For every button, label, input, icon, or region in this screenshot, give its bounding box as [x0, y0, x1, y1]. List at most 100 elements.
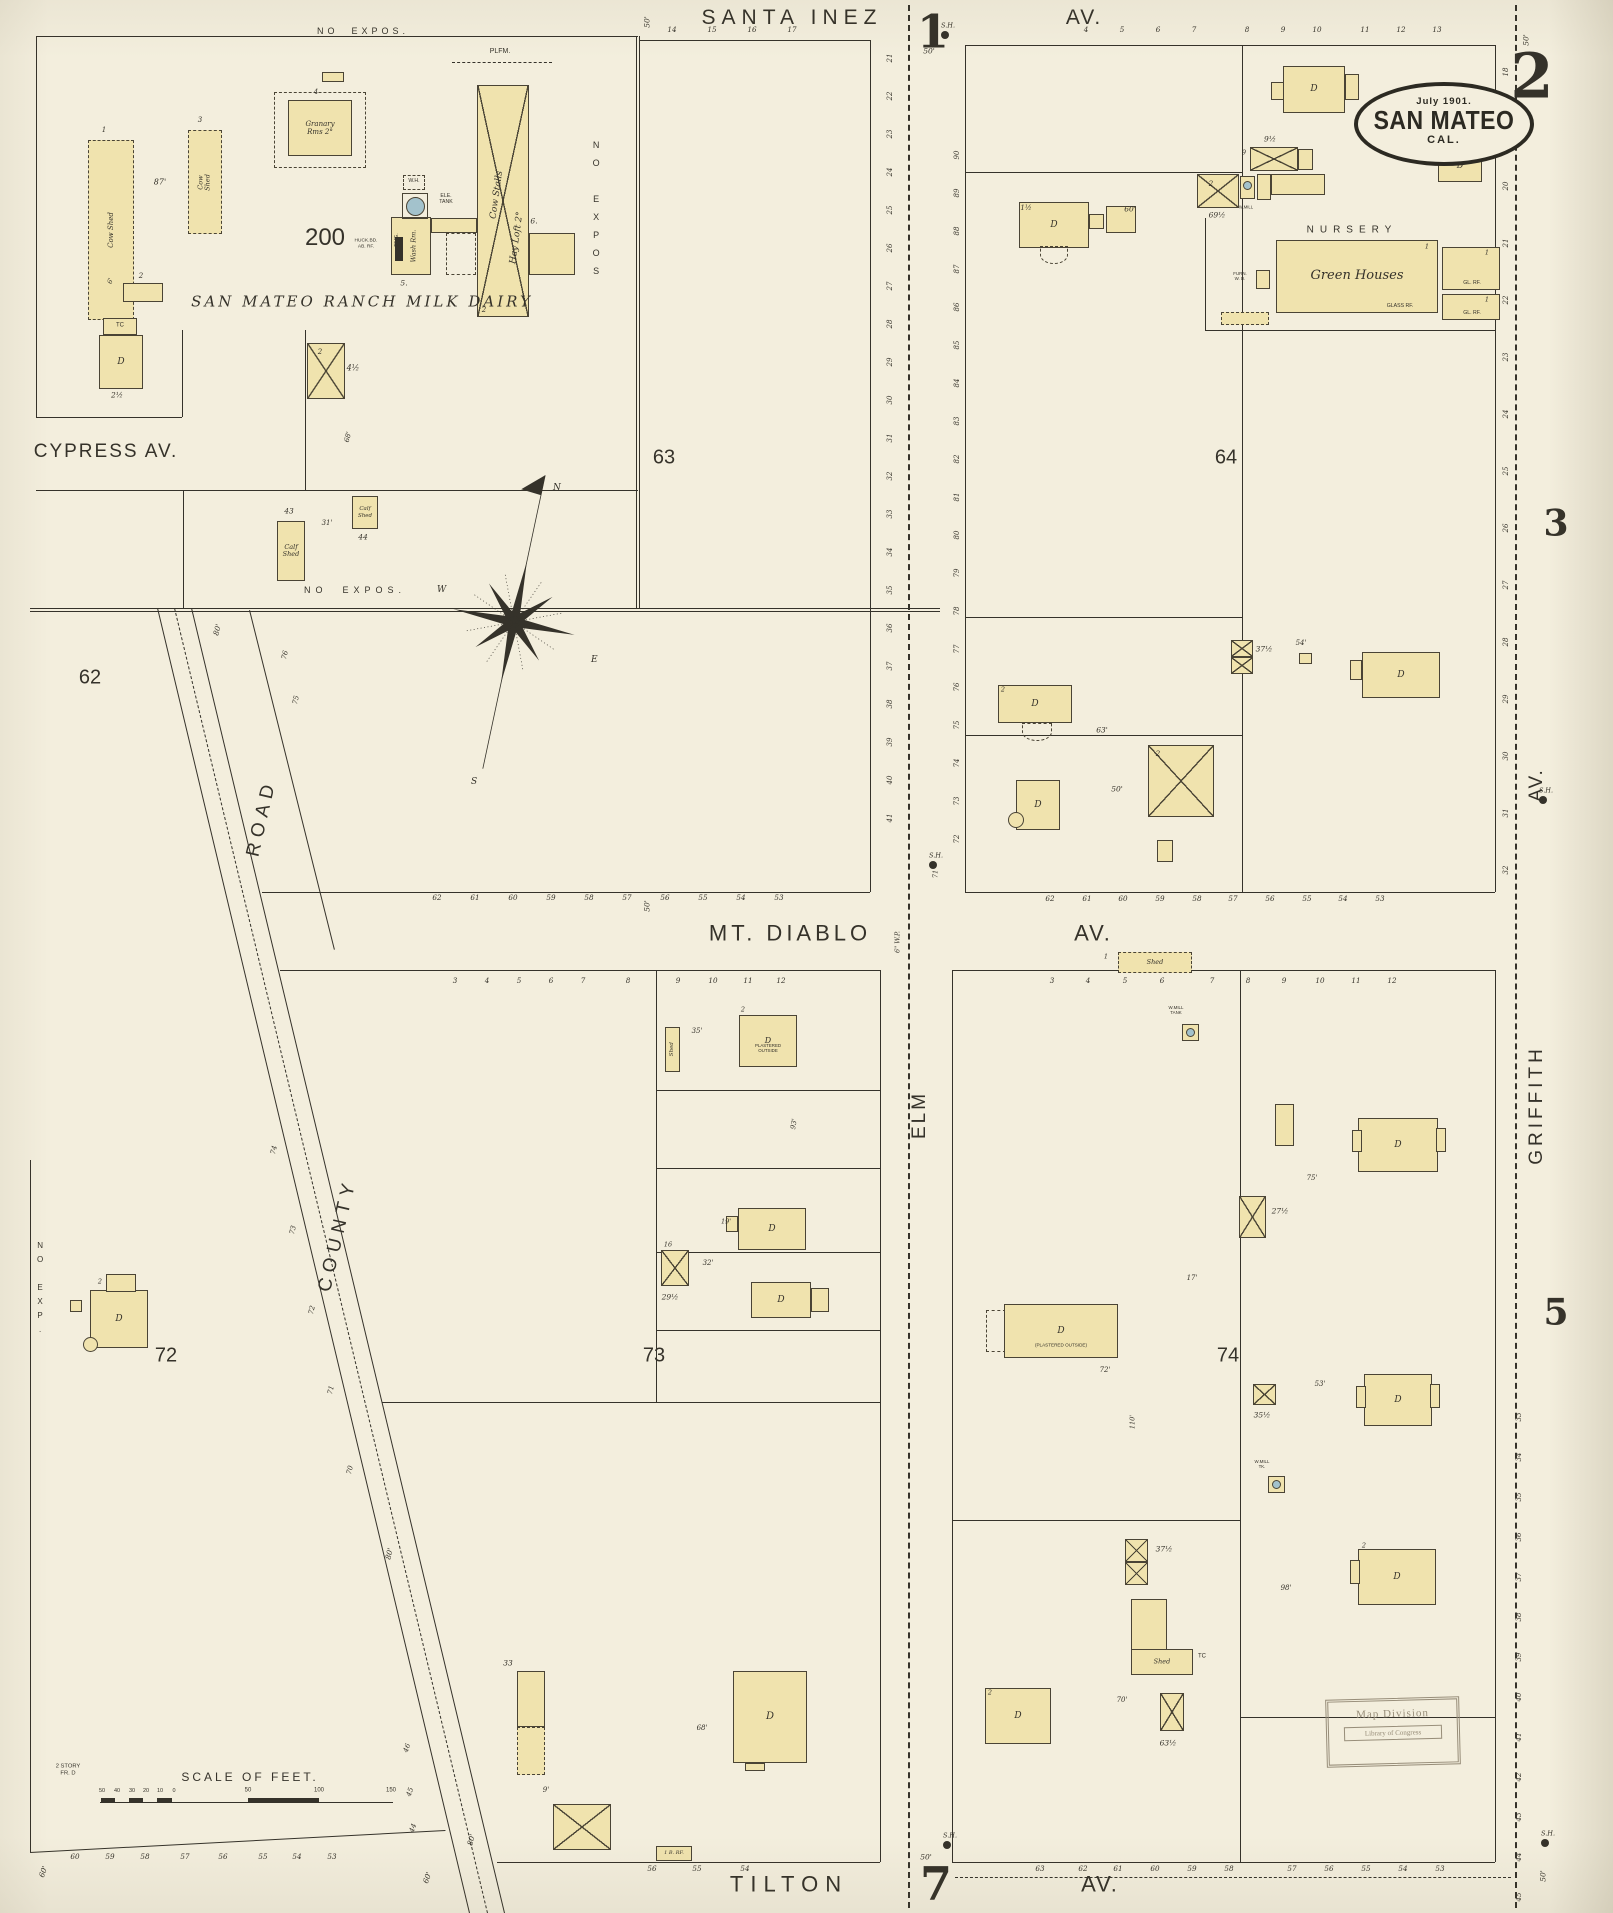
lot-number: 5 [1122, 975, 1128, 985]
building: D [1019, 202, 1089, 248]
title-city: SAN MATEO [1373, 105, 1515, 135]
lot-number: 22 [885, 91, 894, 101]
lot-number: 10 [1315, 975, 1325, 985]
street-label: MT. DIABLO [708, 920, 872, 946]
lot-number: 53 [774, 892, 784, 902]
building [1221, 312, 1269, 325]
building [1131, 1649, 1193, 1675]
lot-number: 54 [1338, 893, 1348, 903]
lot-number: 55 [258, 1851, 268, 1861]
lot-number: 7 [1209, 975, 1215, 985]
map-line [656, 1330, 880, 1331]
map-annotation: 50' [923, 46, 935, 56]
lot-number: 58 [140, 1851, 150, 1861]
building [1125, 1562, 1148, 1585]
hydrant-dot [941, 31, 949, 39]
lot-number: 29 [885, 357, 894, 367]
lot-number: 80 [952, 530, 961, 540]
map-annotation: 2 STORY FR. D [55, 1763, 81, 1776]
building [1148, 745, 1214, 817]
building [529, 233, 575, 275]
building [1436, 1128, 1446, 1152]
map-line [656, 970, 657, 1402]
lot-number: 87 [952, 264, 961, 274]
building: D [90, 1290, 148, 1348]
map-annotation: 87' [153, 177, 167, 187]
street-label: CYPRESS AV. [33, 441, 179, 463]
building: D [1283, 66, 1345, 113]
map-annotation: 1 [101, 125, 107, 134]
lot-number: 45 [1514, 1892, 1523, 1902]
area-label: NO EXPOS. [316, 25, 410, 36]
map-annotation: 6" W.P. [893, 931, 902, 953]
map-line [952, 970, 1495, 971]
compass-north-label: N [552, 483, 562, 493]
map-annotation: 16 [663, 1240, 673, 1249]
map-line [870, 40, 871, 892]
lot-number: 23 [1501, 352, 1510, 362]
building-label: D [1393, 1571, 1401, 1582]
lot-number: 61 [470, 892, 480, 902]
building-label: Green Houses [1310, 268, 1404, 284]
lot-number: 7 [1191, 24, 1197, 34]
building [1430, 1384, 1440, 1408]
map-annotation: W.MILL [1238, 204, 1254, 210]
lot-number: 54 [292, 1851, 302, 1861]
lot-number: 34 [885, 547, 894, 557]
map-annotation: 2½ [110, 390, 124, 400]
building [1350, 660, 1362, 680]
building-label: D [1394, 1394, 1402, 1405]
map-annotation: 1½ [1020, 203, 1032, 212]
building-label: D [1034, 799, 1042, 810]
building [431, 218, 477, 233]
filled-rect [101, 1798, 115, 1802]
building-label: D [1397, 669, 1405, 680]
lot-number: 81 [952, 492, 961, 502]
map-line [1515, 5, 1517, 1908]
building-label: D [1394, 1139, 1402, 1150]
tank-circle [405, 196, 425, 216]
lot-number: 18 [1501, 67, 1510, 77]
map-annotation: 35' [691, 1026, 703, 1035]
building-label: D [1057, 1325, 1065, 1336]
lot-number: 90 [952, 150, 961, 160]
block-number: 200 [304, 224, 346, 252]
map-annotation: 2 [317, 347, 323, 356]
lot-number: 62 [1045, 893, 1055, 903]
map-annotation: 53' [1314, 1379, 1326, 1388]
building [70, 1300, 82, 1312]
building-label: Shed [669, 1042, 676, 1057]
map-line [497, 1862, 880, 1863]
map-annotation: 1 [1424, 242, 1430, 251]
map-annotation: 37½ [1255, 644, 1273, 654]
map-line [952, 1862, 1495, 1863]
map-annotation: 33 [503, 1658, 513, 1668]
map-line [965, 45, 966, 892]
lot-number: 61 [1082, 893, 1092, 903]
lot-number: 57 [1228, 893, 1238, 903]
building: D [1004, 1304, 1118, 1358]
lot-number: 28 [1501, 637, 1510, 647]
lot-number: 32 [885, 471, 894, 481]
building-label: D [1014, 1710, 1022, 1721]
lot-number: 39 [885, 737, 894, 747]
street-label: ELM [909, 1090, 931, 1140]
block-number: 64 [1214, 446, 1238, 469]
lot-number: 37 [885, 661, 894, 671]
lot-number: 22 [1501, 295, 1510, 305]
map-line [965, 892, 1495, 893]
map-annotation: 43 [284, 506, 294, 516]
map-annotation: 37½ [1155, 1544, 1173, 1554]
building [1239, 1196, 1266, 1238]
building [1253, 1384, 1276, 1405]
lot-number: 60 [508, 892, 518, 902]
building-label: D [115, 1313, 123, 1324]
building [1040, 246, 1068, 264]
map-annotation: 60' [37, 1864, 50, 1879]
lot-number: 58 [584, 892, 594, 902]
map-annotation: 46 [401, 1742, 413, 1754]
lot-number: 53 [1375, 893, 1385, 903]
lot-number: 11 [743, 975, 753, 985]
building [1125, 1539, 1148, 1562]
map-line [1242, 45, 1243, 892]
